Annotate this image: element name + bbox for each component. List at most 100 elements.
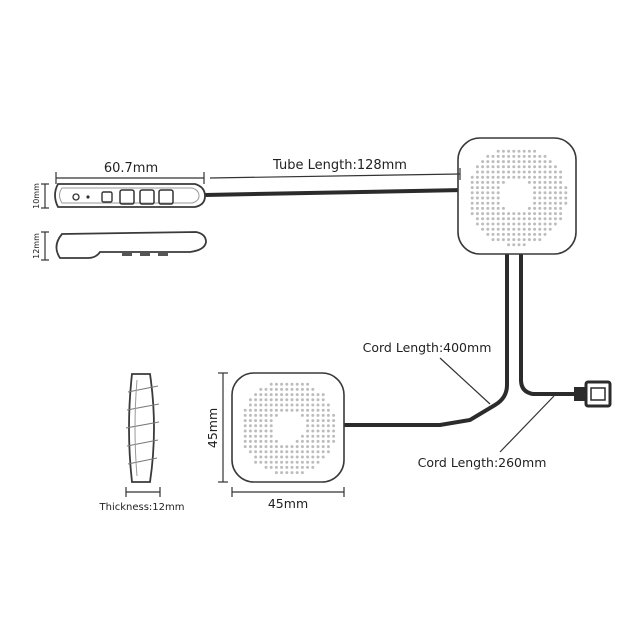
grille-hole bbox=[496, 149, 500, 153]
grille-hole bbox=[264, 398, 268, 402]
grille-hole bbox=[306, 434, 310, 438]
grille-hole bbox=[306, 413, 310, 417]
grille-hole bbox=[559, 201, 563, 205]
grille-hole bbox=[512, 165, 516, 169]
grille-hole bbox=[543, 154, 547, 158]
grille-hole bbox=[496, 238, 500, 242]
short-cord bbox=[519, 250, 577, 396]
grille-hole bbox=[501, 212, 505, 216]
grille-hole bbox=[300, 434, 304, 438]
grille-hole bbox=[533, 227, 537, 231]
grille-hole bbox=[290, 398, 294, 402]
grille-hole bbox=[559, 212, 563, 216]
grille-hole bbox=[285, 393, 289, 397]
grille-hole bbox=[248, 439, 252, 443]
grille-hole bbox=[264, 450, 268, 454]
grille-hole bbox=[285, 471, 289, 475]
grille-hole bbox=[290, 455, 294, 459]
grille-hole bbox=[481, 227, 485, 231]
grille-hole bbox=[533, 201, 537, 205]
grille-hole bbox=[548, 201, 552, 205]
grille-hole bbox=[295, 403, 299, 407]
grille-hole bbox=[470, 201, 474, 205]
grille-hole bbox=[522, 149, 526, 153]
grille-hole bbox=[285, 403, 289, 407]
grille-hole bbox=[512, 238, 516, 242]
grille-hole bbox=[300, 450, 304, 454]
grille-hole bbox=[259, 460, 263, 464]
grille-hole bbox=[553, 165, 557, 169]
grille-hole bbox=[321, 408, 325, 412]
grille-hole bbox=[501, 217, 505, 221]
indicator-light-icon bbox=[72, 193, 80, 201]
grille-hole bbox=[559, 175, 563, 179]
grille-hole bbox=[300, 382, 304, 386]
grille-hole bbox=[274, 398, 278, 402]
grille-hole bbox=[527, 206, 531, 210]
grille-hole bbox=[300, 398, 304, 402]
grille-hole bbox=[274, 393, 278, 397]
grille-hole bbox=[553, 196, 557, 200]
grille-hole bbox=[254, 398, 258, 402]
grille-hole bbox=[254, 419, 258, 423]
grille-hole bbox=[280, 450, 284, 454]
grille-hole bbox=[517, 227, 521, 231]
grille-hole bbox=[300, 393, 304, 397]
grille-hole bbox=[559, 191, 563, 195]
grille-hole bbox=[316, 460, 320, 464]
grille-hole bbox=[533, 180, 537, 184]
grille-hole bbox=[481, 191, 485, 195]
grille-hole bbox=[269, 434, 273, 438]
grille-hole bbox=[475, 175, 479, 179]
grille-hole bbox=[543, 217, 547, 221]
grille-hole bbox=[496, 232, 500, 236]
grille-hole bbox=[501, 227, 505, 231]
grille-hole bbox=[527, 154, 531, 158]
grille-hole bbox=[269, 382, 273, 386]
grille-hole bbox=[264, 429, 268, 433]
grille-hole bbox=[486, 201, 490, 205]
control-height-side-label: 12mm bbox=[32, 233, 41, 259]
grille-hole bbox=[311, 393, 315, 397]
grille-hole bbox=[533, 154, 537, 158]
grille-hole bbox=[564, 201, 568, 205]
grille-hole bbox=[311, 460, 315, 464]
grille-hole bbox=[543, 191, 547, 195]
grille-hole bbox=[548, 191, 552, 195]
grille-hole bbox=[306, 429, 310, 433]
grille-hole bbox=[496, 196, 500, 200]
grille-hole bbox=[522, 238, 526, 242]
grille-hole bbox=[543, 222, 547, 226]
grille-hole bbox=[248, 445, 252, 449]
grille-hole bbox=[326, 450, 330, 454]
grille-hole bbox=[538, 175, 542, 179]
grille-hole bbox=[522, 170, 526, 174]
long-cord bbox=[340, 250, 509, 427]
grille-hole bbox=[496, 217, 500, 221]
grille-hole bbox=[475, 201, 479, 205]
grille-hole bbox=[491, 238, 495, 242]
usb-plug bbox=[574, 380, 612, 408]
grille-hole bbox=[248, 413, 252, 417]
grille-hole bbox=[311, 445, 315, 449]
grille-hole bbox=[321, 419, 325, 423]
grille-hole bbox=[290, 393, 294, 397]
grille-hole bbox=[254, 434, 258, 438]
grille-hole bbox=[512, 170, 516, 174]
control-height-top-label: 10mm bbox=[32, 183, 41, 209]
grille-hole bbox=[269, 393, 273, 397]
grille-hole bbox=[269, 429, 273, 433]
grille-hole bbox=[512, 232, 516, 236]
grille-hole bbox=[321, 439, 325, 443]
grille-hole bbox=[264, 460, 268, 464]
grille-hole bbox=[486, 165, 490, 169]
grille-hole bbox=[295, 398, 299, 402]
grille-hole bbox=[321, 450, 325, 454]
grille-hole bbox=[470, 212, 474, 216]
grille-hole bbox=[527, 149, 531, 153]
cord-length-long-label: Cord Length:400mm bbox=[363, 340, 492, 355]
grille-hole bbox=[533, 175, 537, 179]
grille-hole bbox=[316, 403, 320, 407]
grille-hole bbox=[295, 445, 299, 449]
